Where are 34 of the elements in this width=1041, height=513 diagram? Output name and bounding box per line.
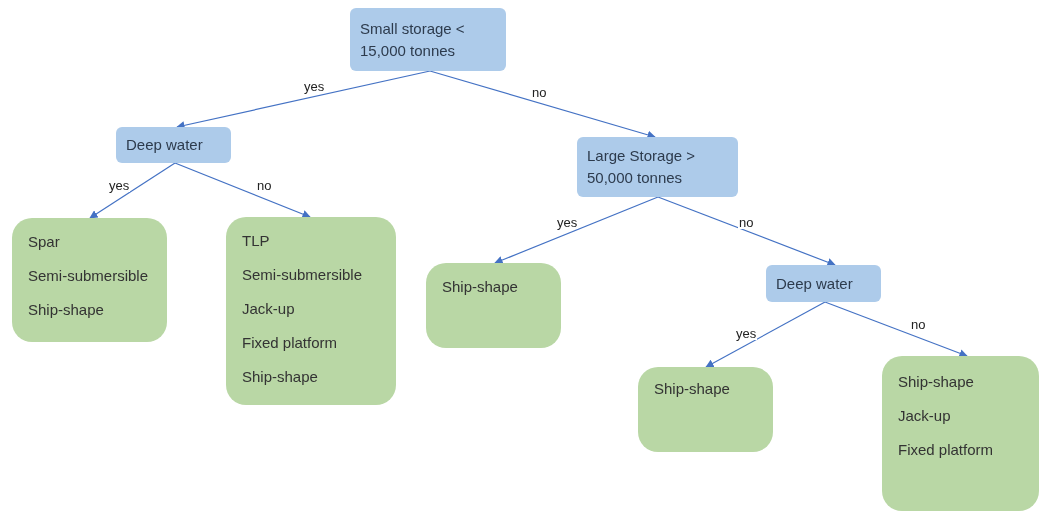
outcome-text: Fixed platform (898, 440, 995, 460)
arrow (657, 196, 836, 267)
outcome-box (638, 367, 773, 452)
decision-text: Deep water (776, 273, 854, 294)
decision-text: Large Storage > 50,000 tonnes (587, 146, 696, 188)
arrow (705, 301, 826, 368)
outcome-text: Fixed platform (242, 333, 339, 353)
decision-text: Deep water (126, 135, 204, 155)
outcome-text: TLP (242, 231, 271, 251)
decision-box (350, 8, 506, 71)
arrow (494, 196, 659, 265)
decision-box (766, 265, 881, 302)
decision-box (577, 137, 738, 197)
outcome-text: Jack-up (898, 406, 952, 426)
outcome-box (226, 217, 396, 405)
arrow (824, 301, 968, 358)
outcome-text: Semi-submersible (28, 266, 150, 286)
outcome-text: Ship-shape (654, 379, 731, 399)
outcome-text: Jack-up (242, 299, 296, 319)
outcome-text: Ship-shape (442, 277, 519, 297)
outcome-text: Spar (28, 232, 61, 252)
arrow (89, 162, 176, 219)
arrow (176, 70, 431, 130)
outcome-text: Semi-submersible (242, 265, 364, 285)
decision-text: Small storage < 15,000 tonnes (360, 18, 466, 61)
outcome-text: Ship-shape (28, 300, 105, 320)
outcome-text: Ship-shape (242, 367, 319, 387)
arrow (174, 162, 311, 219)
decision-box (116, 127, 231, 163)
arrow (429, 70, 656, 139)
outcome-text: Ship-shape (898, 372, 975, 392)
outcome-box (426, 263, 561, 348)
outcome-box (12, 218, 167, 342)
outcome-box (882, 356, 1039, 511)
